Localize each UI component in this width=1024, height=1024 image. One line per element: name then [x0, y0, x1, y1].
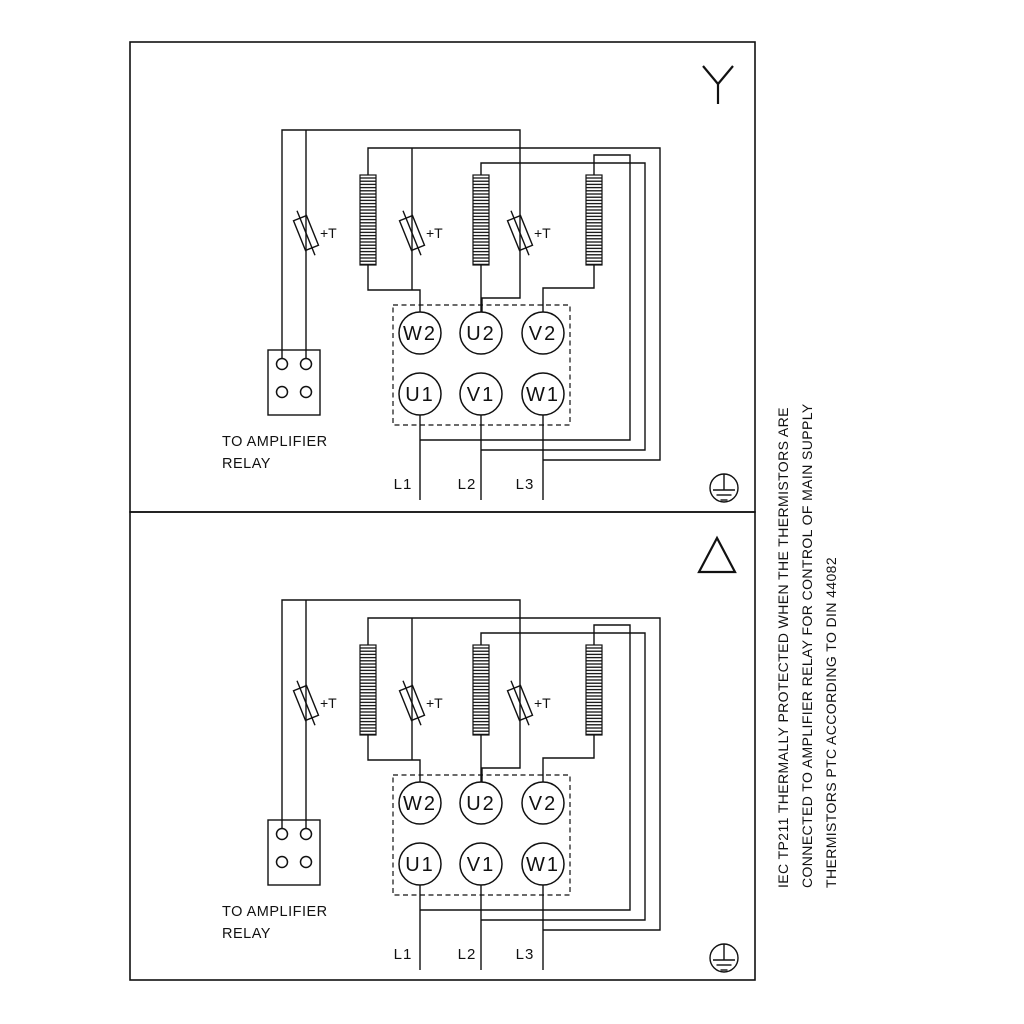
relay-label-line1: TO AMPLIFIER [222, 434, 328, 450]
delta-panel-border [129, 511, 756, 981]
side-note-line3: THERMISTORS PTC ACCORDING TO DIN 44082 [823, 557, 839, 888]
mains-label-l3: L3 [516, 476, 535, 493]
terminal-label: V2 [529, 323, 557, 345]
terminal-label: W1 [526, 854, 560, 876]
terminal-label: U1 [405, 384, 435, 406]
side-note-line1: IEC TP211 THERMALLY PROTECTED WHEN THE T… [775, 407, 791, 888]
thermistor-label: +T [426, 695, 443, 711]
delta-panel-labels: W2 U2 V2 U1 V1 W1 +T +T +T TO AMPLIFIER … [222, 695, 560, 963]
terminal-label: W2 [403, 793, 437, 815]
star-panel-graphics [268, 130, 738, 502]
thermistor-label: +T [320, 225, 337, 241]
mains-label-l1: L1 [394, 476, 413, 493]
side-note: IEC TP211 THERMALLY PROTECTED WHEN THE T… [775, 403, 839, 888]
star-icon [702, 65, 734, 104]
side-note-line2: CONNECTED TO AMPLIFIER RELAY FOR CONTROL… [799, 403, 815, 888]
thermistor-label: +T [426, 225, 443, 241]
mains-label-l1: L1 [394, 946, 413, 963]
thermistor-label: +T [534, 695, 551, 711]
relay-label-line2: RELAY [222, 926, 271, 942]
terminal-label: W2 [403, 323, 437, 345]
terminal-label: V2 [529, 793, 557, 815]
terminal-label: W1 [526, 384, 560, 406]
mains-label-l3: L3 [516, 946, 535, 963]
star-panel-labels: W2 U2 V2 U1 V1 W1 +T +T +T TO AMPLIFIER … [222, 225, 560, 493]
terminal-label: V1 [467, 384, 495, 406]
terminal-label: U1 [405, 854, 435, 876]
mains-label-l2: L2 [458, 476, 477, 493]
thermistor-label: +T [320, 695, 337, 711]
thermistor-label: +T [534, 225, 551, 241]
terminal-label: V1 [467, 854, 495, 876]
delta-panel-graphics [268, 600, 738, 972]
relay-label-line2: RELAY [222, 456, 271, 472]
terminal-label: U2 [466, 323, 496, 345]
terminal-label: U2 [466, 793, 496, 815]
relay-label-line1: TO AMPLIFIER [222, 904, 328, 920]
delta-icon [697, 535, 737, 574]
mains-label-l2: L2 [458, 946, 477, 963]
